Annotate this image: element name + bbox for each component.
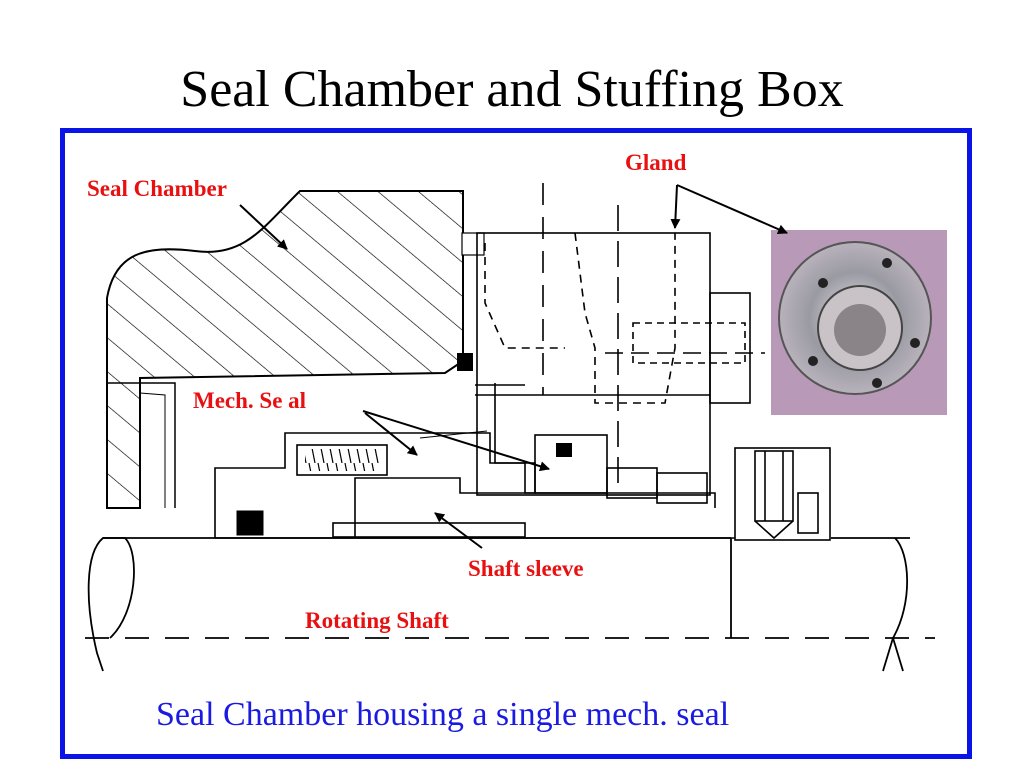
seal-chamber-housing [106, 190, 485, 509]
mech-seal-label: Mech. Se al [193, 388, 306, 413]
set-screw-collar [734, 447, 831, 541]
shaft-sleeve-arrow [434, 512, 483, 549]
mech-seal-arrow [362, 410, 550, 472]
o-ring-seal-face [556, 443, 572, 457]
diagram-frame: Seal Chamber Gland Mech. Se al Shaft sle… [60, 128, 972, 759]
rotating-shaft-label: Rotating Shaft [305, 608, 449, 633]
seal-chamber-label: Seal Chamber [87, 176, 227, 201]
leader-arrows [239, 184, 788, 549]
gland-photo [771, 230, 947, 415]
o-ring-upper [457, 353, 473, 371]
shaft-sleeve [215, 522, 735, 539]
gland-label: Gland [625, 150, 687, 175]
shaft-sleeve-label: Shaft sleeve [468, 556, 584, 581]
gland-arrow-photo [676, 184, 788, 234]
mech-seal-arrow-spring [364, 412, 418, 456]
mechanical-seal [214, 430, 536, 538]
gland-arrow-drawing [670, 184, 681, 229]
gland-body [475, 183, 765, 508]
seal-chamber-arrow [239, 204, 288, 250]
slide-title: Seal Chamber and Stuffing Box [180, 61, 844, 118]
rotating-shaft [85, 537, 935, 672]
diagram-caption: Seal Chamber housing a single mech. seal [156, 696, 729, 733]
o-ring-sleeve [236, 510, 264, 536]
seal-chamber-diagram: Seal Chamber Gland Mech. Se al Shaft sle… [85, 150, 947, 733]
